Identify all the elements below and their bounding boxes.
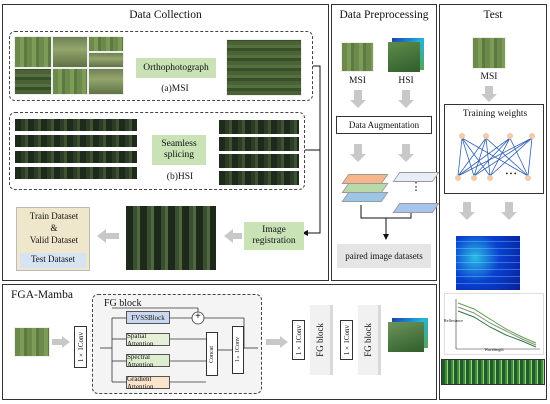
arrow-shaft xyxy=(354,90,362,100)
msi-tile xyxy=(52,36,88,68)
fg-block-title: FG block xyxy=(104,298,142,309)
fg-block-1: FG block xyxy=(310,305,330,375)
arrow-head-right xyxy=(280,336,288,348)
msi-tile xyxy=(88,68,124,95)
paired-datasets-box: paired image datasets xyxy=(337,244,431,268)
msi-caption: (a)MSI xyxy=(161,84,189,94)
dataset-box: Train Dataset & Valid Dataset Test Datas… xyxy=(16,207,90,271)
msi-tile xyxy=(88,36,124,52)
hsi-cube-front xyxy=(388,42,420,72)
hsi-label: HSI xyxy=(398,76,414,86)
concat-block: Concat xyxy=(206,332,218,376)
hsi-mosaic xyxy=(218,170,300,186)
test-title: Test xyxy=(483,9,503,21)
hsi-strip xyxy=(14,150,138,164)
orthophotograph-box: Orthophotograph xyxy=(136,58,216,78)
arrow-head-left xyxy=(97,229,106,243)
neural-network-icon xyxy=(455,133,535,181)
spectral-attention-block: Spectral Attention xyxy=(126,353,170,369)
test-msi-image xyxy=(472,37,506,69)
arrow-head-down xyxy=(398,100,414,108)
msi-tile xyxy=(14,68,52,95)
arrow-shaft xyxy=(232,233,242,239)
plus-symbol: + xyxy=(195,311,201,322)
hsi-output-image xyxy=(456,236,520,290)
output-hsi-cube xyxy=(388,322,424,352)
msi-sample xyxy=(341,42,374,72)
hsi-strip xyxy=(14,118,138,132)
arrow-shaft xyxy=(485,86,493,94)
msi-label: MSI xyxy=(349,76,366,86)
paired-datasets-label: paired image datasets xyxy=(345,251,423,261)
hsi-mosaic xyxy=(218,119,300,135)
data-augmentation-box: Data Augmentation xyxy=(336,116,432,134)
arrow-head-down xyxy=(501,212,517,220)
training-weights-label: Training weights xyxy=(462,109,528,119)
test-dataset-label: Test Dataset xyxy=(30,254,76,264)
hsi-mosaic xyxy=(218,153,300,169)
chart-x-label: Wavelength xyxy=(484,347,504,352)
gradient-attention-block: Gradient Attention xyxy=(126,375,170,391)
arrow-shaft xyxy=(505,202,513,212)
arrow-head-left xyxy=(224,229,233,243)
fga-mamba-title: FGA-Mamba xyxy=(11,289,73,301)
image-registration-box: Image registration xyxy=(244,222,304,250)
conv-1x1: 1×1Conv xyxy=(74,326,87,368)
arrow-shaft xyxy=(266,339,280,345)
msi-group xyxy=(9,31,313,101)
hsi-mosaic xyxy=(218,136,300,152)
hsi-output-stripes xyxy=(456,236,520,290)
spectral-curves xyxy=(455,299,540,350)
data-collection-title: Data Collection xyxy=(129,9,202,21)
arrow-shaft xyxy=(354,144,362,154)
connector-lines xyxy=(302,65,321,236)
test-dataset-box: Test Dataset xyxy=(20,253,86,268)
data-preprocessing-title: Data Preprocessing xyxy=(339,9,429,21)
arrow-head-down xyxy=(350,100,366,108)
valid-dataset-label: Valid Dataset xyxy=(29,235,79,245)
amp-label: & xyxy=(50,223,58,233)
hsi-caption: (b)HSI xyxy=(166,172,194,182)
arrow-head-down xyxy=(481,94,497,102)
seamless-splicing-box: Seamless splicing xyxy=(152,135,206,165)
arrow-shaft xyxy=(402,90,410,100)
msi-tile xyxy=(88,52,124,68)
arrow-shaft xyxy=(463,202,471,212)
fg-block-2: FG block xyxy=(358,305,378,375)
fg-conv-1x1: 1×1Conv xyxy=(232,326,244,374)
spatial-attention-block: Spatial Attention xyxy=(126,332,170,348)
hsi-group xyxy=(9,112,305,190)
msi-tile xyxy=(14,36,52,68)
training-weights-box: Training weights xyxy=(444,104,544,194)
msi-orthophoto xyxy=(226,39,302,96)
merge-connector xyxy=(360,205,412,240)
input-msi-image xyxy=(14,327,50,357)
conv-1x1-b: 1×1Conv xyxy=(340,320,353,360)
fvss-block: FVSSBlock xyxy=(126,311,170,324)
nn-ellipsis: • • • xyxy=(505,170,517,178)
fg-block-connectors xyxy=(100,307,258,383)
train-dataset-label: Train Dataset xyxy=(29,211,79,221)
chart-y-label: Reflectance xyxy=(444,318,463,323)
arrow-shaft xyxy=(52,339,62,345)
arrow-shaft xyxy=(105,233,119,239)
test-msi-label: MSI xyxy=(480,72,498,82)
arrow-head-down xyxy=(350,154,366,162)
arrow-head-right xyxy=(62,336,70,348)
arrow-shaft xyxy=(402,144,410,154)
arrow-head-down xyxy=(459,212,475,220)
spectral-curve-chart xyxy=(444,293,544,355)
msi-tile xyxy=(52,68,88,95)
hsi-strip xyxy=(14,134,138,148)
hsi-strip xyxy=(14,166,138,180)
registered-image xyxy=(125,205,217,271)
arrow-head-down xyxy=(398,154,414,162)
test-result-strip xyxy=(441,359,545,385)
ellipsis-vertical: ⋮ xyxy=(410,181,422,193)
conv-1x1-a: 1×1Conv xyxy=(292,320,305,360)
